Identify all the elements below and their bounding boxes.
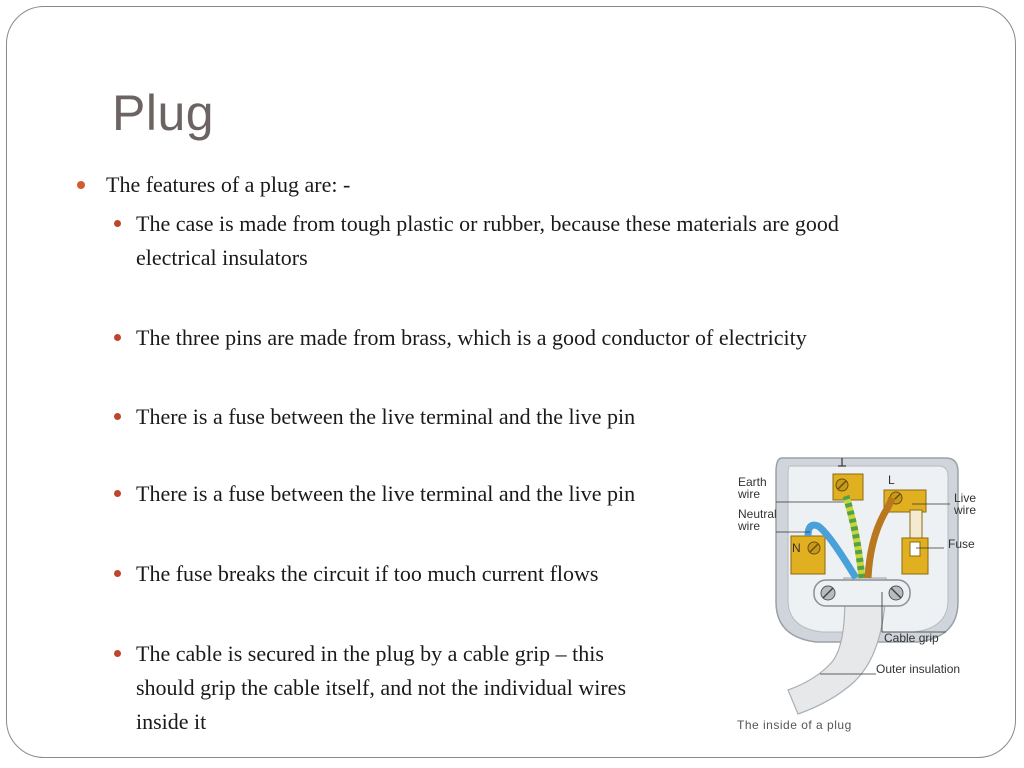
bullet-line: The case is made from tough plastic or r… xyxy=(136,211,839,236)
bullet-dot xyxy=(114,413,121,420)
bullet-item-fuse-breaks: The fuse breaks the circuit if too much … xyxy=(114,557,599,591)
bullet-dot xyxy=(77,181,85,189)
plug-diagram: Earth wire Neutral wire N L Live wire Fu… xyxy=(736,452,986,742)
bullet-dot xyxy=(114,490,121,497)
plug-diagram-drawing xyxy=(775,457,959,715)
earth-wire-label: Earth wire xyxy=(738,475,767,501)
live-wire-label: Live wire xyxy=(954,491,977,517)
neutral-wire-label: Neutral wire xyxy=(738,507,777,533)
fuse-label: Fuse xyxy=(948,537,975,551)
n-terminal-label: N xyxy=(792,541,801,555)
bullet-text: There is a fuse between the live termina… xyxy=(136,481,636,506)
bullet-dot xyxy=(114,650,121,657)
bullet-line: The cable is secured in the plug by a ca… xyxy=(136,641,604,666)
bullet-item-features: The features of a plug are: - xyxy=(77,168,351,202)
bullet-item-fuse: There is a fuse between the live termina… xyxy=(114,400,636,434)
bullet-line: electrical insulators xyxy=(136,245,308,270)
bullet-dot xyxy=(114,570,121,577)
bullet-text: There is a fuse between the live termina… xyxy=(136,404,636,429)
figure-caption: The inside of a plug xyxy=(737,718,852,732)
bullet-item-pins: The three pins are made from brass, whic… xyxy=(114,321,807,355)
bullet-text: The fuse breaks the circuit if too much … xyxy=(136,561,599,586)
outer-insulation-label: Outer insulation xyxy=(876,662,961,676)
bullet-text: The three pins are made from brass, whic… xyxy=(136,325,807,350)
l-terminal-label: L xyxy=(888,473,895,487)
bullet-item-case: The case is made from tough plastic or r… xyxy=(114,207,839,275)
slide-title: Plug xyxy=(112,85,215,141)
bullet-text: The features of a plug are: - xyxy=(106,172,351,197)
cable-grip-label: Cable grip xyxy=(884,631,939,645)
bullet-item-fuse-repeat: There is a fuse between the live termina… xyxy=(114,477,636,511)
bullet-line: inside it xyxy=(136,709,207,734)
bullet-dot xyxy=(114,220,121,227)
bullet-line: should grip the cable itself, and not th… xyxy=(136,675,627,700)
bullet-dot xyxy=(114,334,121,341)
bullet-item-cable-grip: The cable is secured in the plug by a ca… xyxy=(114,637,627,739)
